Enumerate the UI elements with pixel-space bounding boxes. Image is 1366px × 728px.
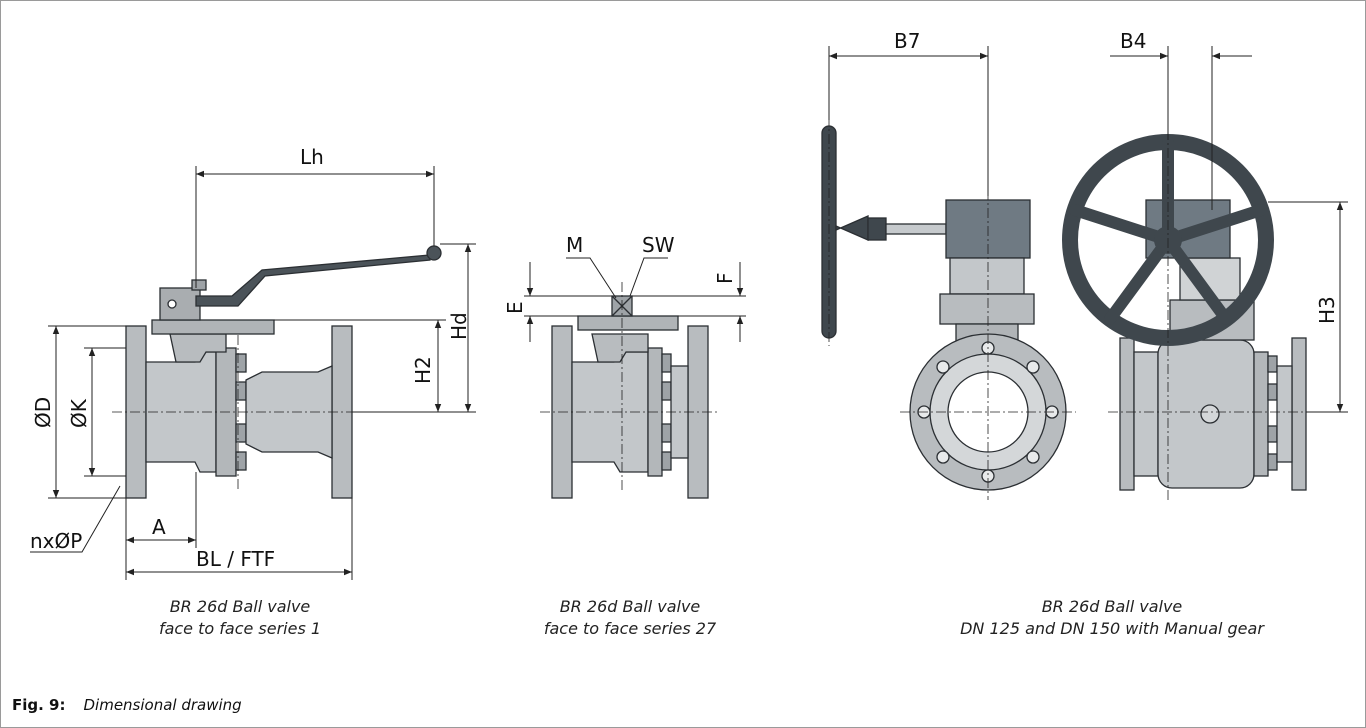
valve-view-series1 <box>125 245 442 499</box>
handwheel-icon <box>1062 134 1274 346</box>
dim-sw: SW <box>642 233 675 257</box>
figure-title: Dimensional drawing <box>83 696 242 714</box>
dim-b4: B4 <box>1120 29 1146 53</box>
dim-hd: Hd <box>447 312 471 340</box>
caption-gear-line1: BR 26d Ball valve <box>1042 597 1183 616</box>
figure-number: Fig. 9: <box>12 696 66 714</box>
caption-gear-line2: DN 125 and DN 150 with Manual gear <box>960 619 1265 638</box>
caption-series27-line2: face to face series 27 <box>544 619 717 638</box>
caption-series1-line1: BR 26d Ball valve <box>170 597 311 616</box>
dim-a: A <box>152 515 166 539</box>
valve-view-gear-front <box>821 125 1067 491</box>
figure-caption: Fig. 9: Dimensional drawing <box>12 696 242 714</box>
dim-h2: H2 <box>411 356 435 384</box>
dim-lh: Lh <box>300 145 324 169</box>
dim-h3: H3 <box>1315 296 1339 324</box>
dim-ok: ØK <box>67 398 91 428</box>
valve-view-series27 <box>551 295 709 499</box>
caption-series27-line1: BR 26d Ball valve <box>560 597 701 616</box>
dim-f: F <box>713 272 737 284</box>
dim-e: E <box>503 301 527 314</box>
dim-blftf: BL / FTF <box>196 547 275 571</box>
dim-nxop: nxØP <box>30 529 82 553</box>
dim-b7: B7 <box>894 29 920 53</box>
dim-od: ØD <box>31 397 55 428</box>
valve-view-gear-side <box>1119 199 1307 491</box>
caption-series1-line2: face to face series 1 <box>159 619 321 638</box>
dim-m: M <box>566 233 583 257</box>
